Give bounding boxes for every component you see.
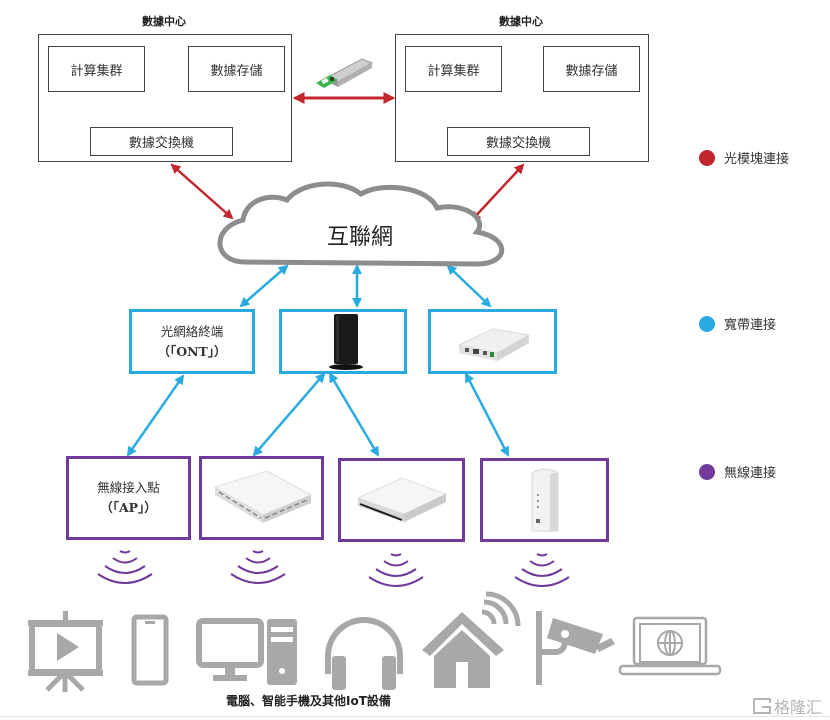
broadband-link-ont-ap [126, 374, 185, 457]
legend-label: 寬帶連接 [724, 318, 777, 333]
optical-link-dc1-internet [170, 163, 234, 220]
data-center-title: 數據中心 [499, 15, 543, 28]
ceiling-ap-2-box [338, 458, 465, 542]
purple-dot-icon [699, 463, 715, 480]
wifi-signal-icon [514, 553, 570, 587]
wifi-signal-icon [230, 550, 286, 584]
ceiling-ap-box [199, 456, 324, 540]
ont-label: 光網絡終端 [160, 323, 224, 339]
tower-ap-image [531, 468, 558, 532]
optical-link-dc2-internet [470, 163, 525, 222]
bottom-divider [0, 716, 830, 717]
flat-ont-box [428, 309, 557, 374]
broadband-link-internet-flat-ont [446, 264, 492, 308]
legend: 寬帶連接 [699, 314, 776, 333]
projector-screen-icon [28, 611, 103, 692]
desktop-computer-icon [196, 618, 297, 685]
watermark: 格隆汇 [752, 694, 822, 718]
red-dot-icon [699, 149, 715, 166]
end-devices-caption: 電腦、智能手機及其他IoT設備 [226, 694, 391, 708]
tower-router-box [279, 309, 407, 374]
ap-label: 無線接入點 [97, 480, 160, 495]
broadband-link-router-ap3 [328, 372, 380, 457]
legend-item-wireless: 無線連接 [699, 462, 776, 481]
tower-ap-box [480, 458, 609, 542]
data-storage-box: 數據存儲 [543, 46, 640, 92]
tower-router-image [329, 313, 363, 370]
ont-abbrev: （「ONT」） [157, 343, 227, 359]
smart-home-icon [422, 591, 521, 688]
laptop-globe-icon [618, 616, 722, 676]
legend-label: 無線連接 [724, 466, 777, 481]
compute-cluster-box: 計算集群 [48, 46, 145, 92]
smartphone-icon [131, 614, 169, 686]
blue-dot-icon [699, 315, 715, 332]
ap-box: 無線接入點 （「AP」） [66, 456, 191, 540]
broadband-link-internet-ont [239, 264, 289, 308]
ceiling-ap-image [213, 470, 312, 523]
internet-label: 互聯網 [326, 225, 393, 250]
data-storage-box: 數據存儲 [188, 46, 285, 92]
wifi-signal-icon [97, 550, 153, 584]
legend-label: 光模塊連接 [724, 152, 790, 167]
ceiling-ap-image-2 [356, 477, 447, 522]
security-camera-icon [536, 611, 615, 685]
flat-ont-image [456, 327, 530, 361]
data-switch-box: 數據交換機 [90, 127, 233, 156]
optical-transceiver-image [316, 58, 374, 88]
broadband-link-router-ap2 [252, 372, 326, 457]
headphones-icon [325, 617, 403, 690]
broadband-link-flat-ont-ap4 [464, 372, 510, 457]
ap-abbrev: （「AP」） [100, 500, 157, 515]
watermark-logo-icon [753, 698, 771, 714]
data-center-title: 數據中心 [142, 15, 186, 28]
ont-box: 光網絡終端 （「ONT」） [129, 309, 255, 374]
legend-item-optical: 光模塊連接 [699, 148, 789, 167]
internet-cloud [217, 181, 505, 267]
data-switch-box: 數據交換機 [447, 127, 590, 156]
legend: 光模塊連接 [699, 148, 789, 167]
wifi-signal-icon [368, 553, 424, 587]
legend: 無線連接 [699, 462, 776, 481]
legend-item-broadband: 寬帶連接 [699, 314, 776, 333]
compute-cluster-box: 計算集群 [405, 46, 502, 92]
watermark-text: 格隆汇 [774, 698, 823, 717]
